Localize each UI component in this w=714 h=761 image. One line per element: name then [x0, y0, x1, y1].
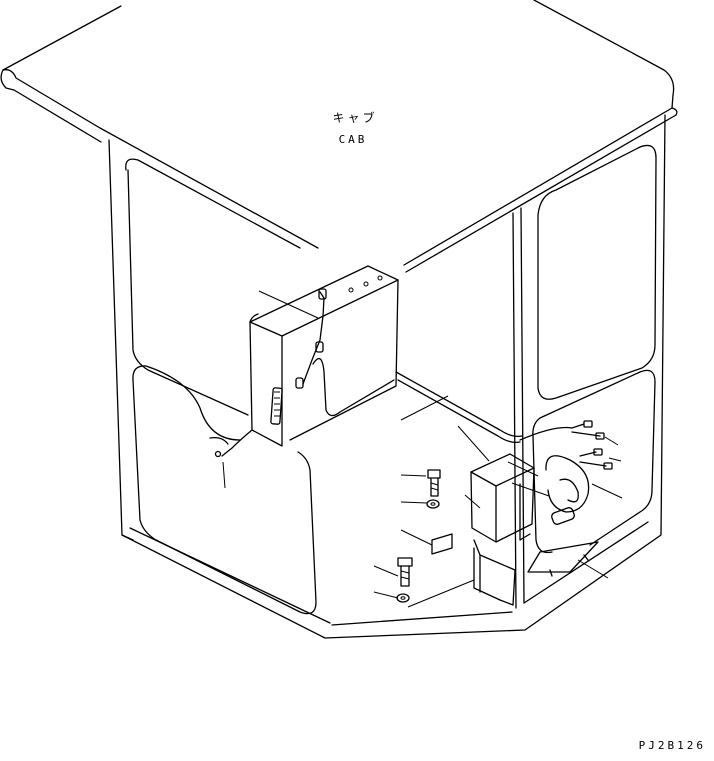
front-upper-window — [125, 158, 301, 416]
bolt-upper — [427, 469, 441, 497]
cab-label-jp: キャブ — [332, 110, 377, 125]
cab-label-en: CAB — [339, 133, 368, 146]
controller-box — [249, 265, 399, 447]
washer-upper — [426, 499, 440, 509]
front-lower-panel — [132, 365, 317, 615]
amplifier-unit — [431, 453, 535, 606]
side-lower-panel — [532, 369, 656, 554]
terminal-cluster — [527, 420, 613, 577]
drawing-code: PJ2B126 — [639, 739, 706, 752]
cab-roof — [0, 0, 678, 273]
wire-harness — [209, 288, 573, 458]
washer-lower — [396, 593, 410, 603]
side-upper-window — [537, 144, 657, 400]
leader-lines — [222, 290, 623, 608]
bolt-lower — [397, 557, 413, 587]
